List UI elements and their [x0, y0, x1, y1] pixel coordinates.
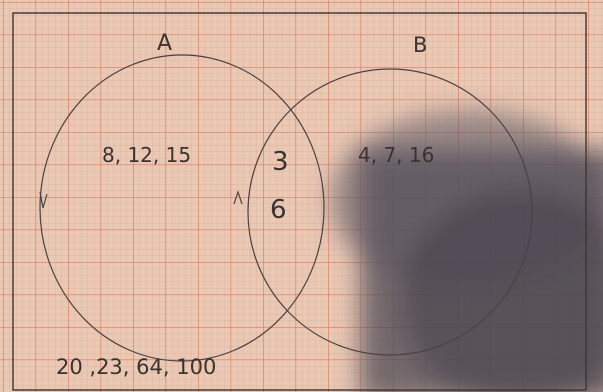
set-b-only-elements: 4, 7, 16 [358, 143, 434, 167]
universal-set-border [12, 12, 587, 391]
set-a-label: A [157, 31, 172, 56]
set-a-only-elements: 8, 12, 15 [102, 143, 191, 167]
outside-elements: 20 ,23, 64, 100 [56, 355, 216, 379]
intersection-element-1: 3 [272, 147, 289, 177]
set-b-label: B [413, 33, 427, 57]
circle-b [247, 68, 533, 356]
arrow-mark-a-icon [39, 191, 48, 209]
intersection-element-2: 6 [270, 195, 287, 225]
arrow-mark-b-icon [233, 190, 243, 205]
circle-a [39, 54, 325, 362]
